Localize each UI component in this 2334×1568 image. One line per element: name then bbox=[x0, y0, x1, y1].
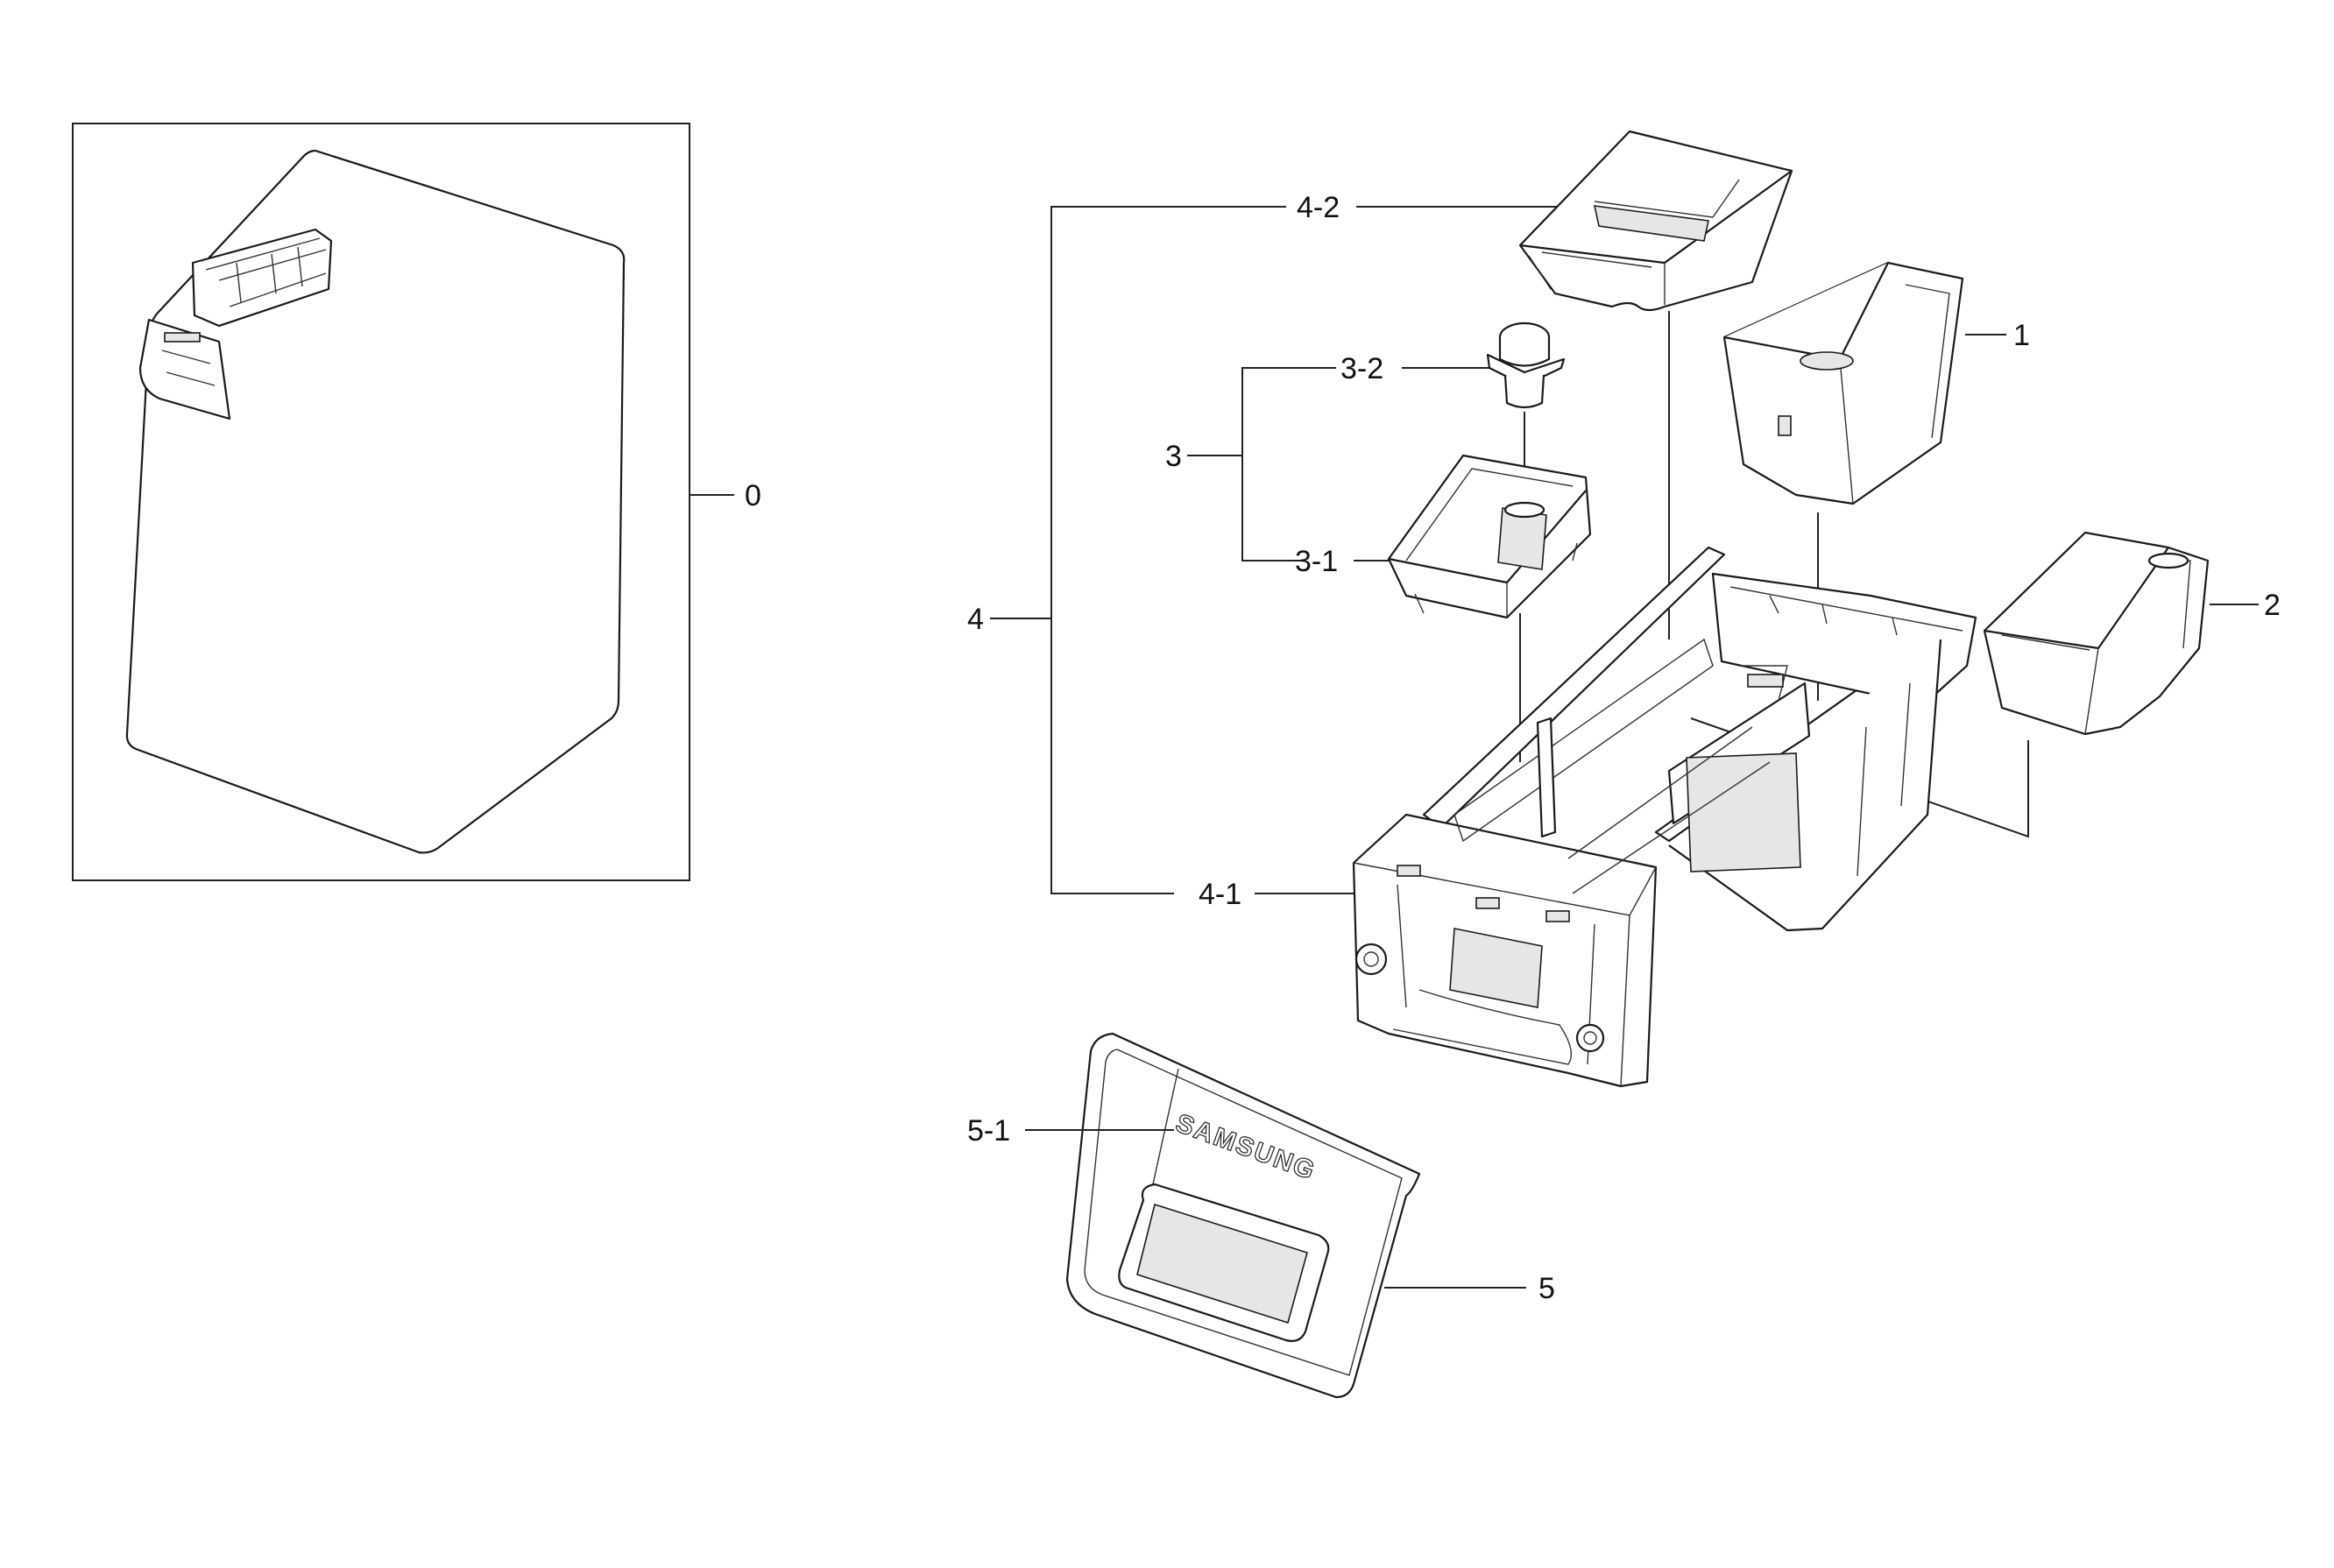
overview-assembly bbox=[72, 123, 690, 881]
overview-frame bbox=[72, 123, 690, 881]
part-3-2-cap bbox=[1486, 321, 1566, 409]
callout-3: 3 bbox=[1165, 440, 1182, 473]
part-2-bleach-cup bbox=[1983, 531, 2210, 736]
callout-4-1: 4-1 bbox=[1199, 878, 1241, 911]
callout-3-1: 3-1 bbox=[1295, 545, 1338, 578]
part-4-2-tray bbox=[1518, 130, 1793, 312]
callout-1: 1 bbox=[2013, 319, 2030, 352]
part-3-1-cup bbox=[1387, 454, 1592, 619]
callout-0: 0 bbox=[745, 479, 761, 512]
part-1-detergent-cup bbox=[1722, 261, 1964, 505]
callout-5: 5 bbox=[1538, 1272, 1555, 1305]
callout-5-1: 5-1 bbox=[967, 1114, 1010, 1148]
bracket-3 bbox=[1241, 367, 1336, 562]
overview-dispenser bbox=[138, 228, 333, 420]
callout-2: 2 bbox=[2264, 589, 2281, 622]
callout-4-2: 4-2 bbox=[1297, 191, 1340, 224]
callout-3-2: 3-2 bbox=[1340, 352, 1383, 385]
callout-4: 4 bbox=[967, 603, 984, 636]
part-5-drawer-panel: SAMSUNG bbox=[1065, 1032, 1421, 1399]
washer-cabinet-outline bbox=[125, 149, 626, 854]
bracket-4 bbox=[1050, 206, 1286, 894]
part-4-1-housing bbox=[1352, 546, 1977, 1088]
